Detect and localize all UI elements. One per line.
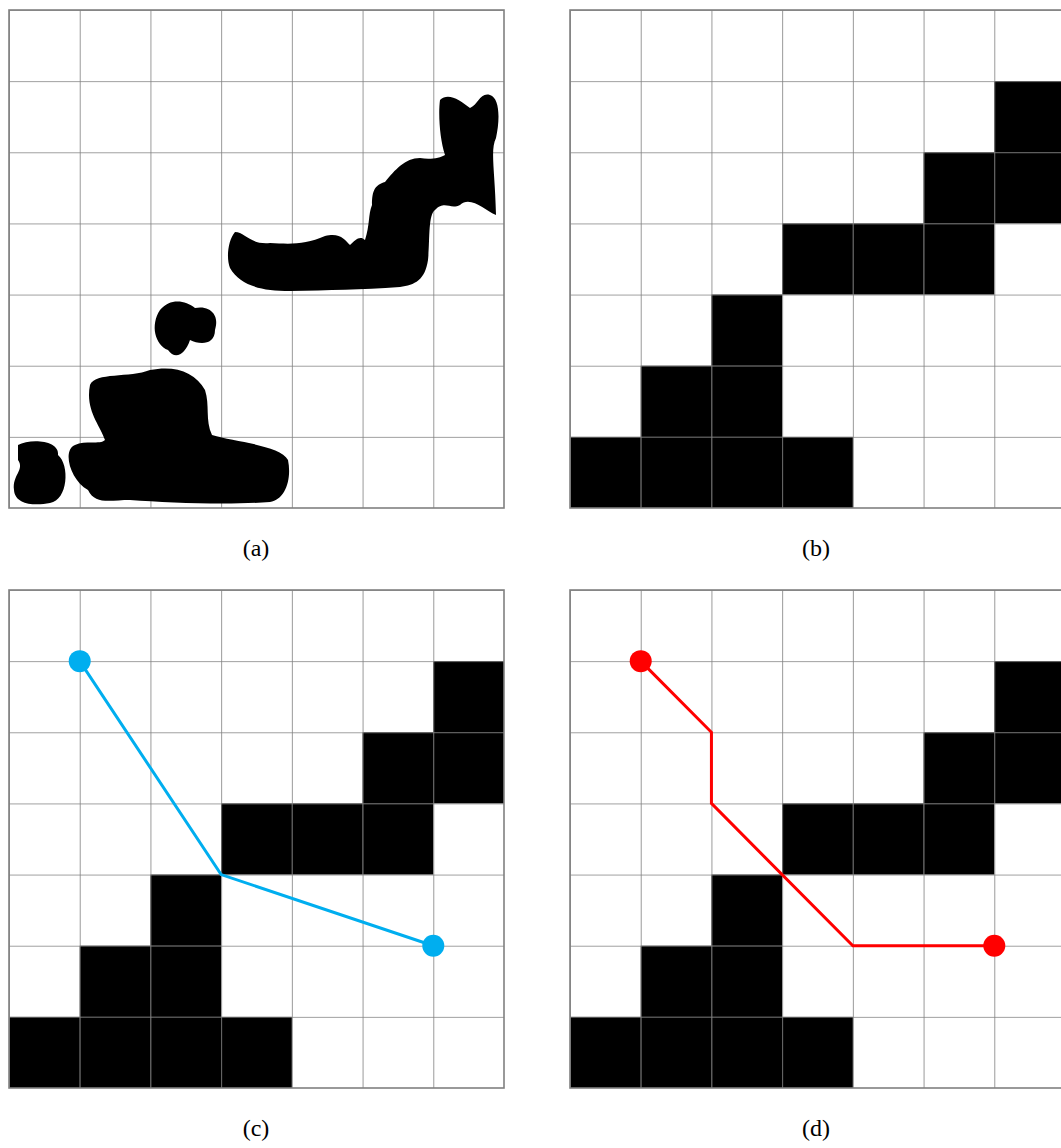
grid-path xyxy=(641,661,995,946)
start-point xyxy=(69,650,91,672)
goal-point xyxy=(422,935,444,957)
panel-label: (b) xyxy=(802,534,830,563)
panel-label: (d) xyxy=(802,1114,830,1143)
start-point xyxy=(630,650,652,672)
panel-c xyxy=(9,590,504,1088)
goal-point xyxy=(983,935,1005,957)
obstacle-blobs xyxy=(14,95,499,505)
any-angle-path xyxy=(80,661,434,946)
panel-a xyxy=(9,10,504,508)
panel-d xyxy=(570,590,1061,1088)
panel-label: (a) xyxy=(243,534,270,563)
panel-b xyxy=(570,10,1061,508)
panel-label: (c) xyxy=(243,1114,270,1143)
